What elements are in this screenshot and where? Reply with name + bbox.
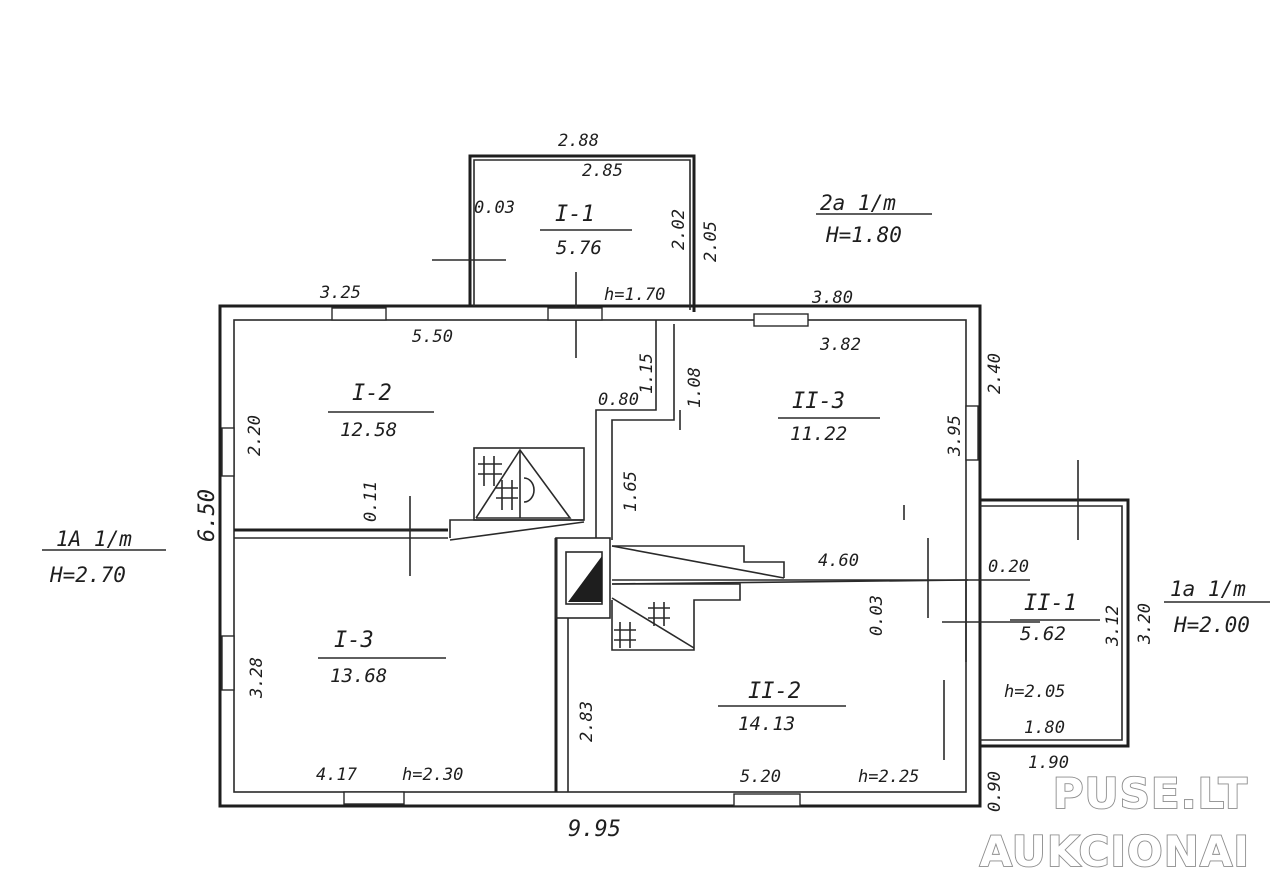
annex-right-outer xyxy=(980,498,1130,748)
dim-011: 0.11 xyxy=(361,481,381,522)
window-left-upper xyxy=(221,427,235,477)
dim-165: 1.65 xyxy=(621,471,641,512)
dim-417: 4.17 xyxy=(316,765,358,785)
note-1a-right-bottom: H=2.00 xyxy=(1173,613,1250,637)
note-1a-left-bottom: H=2.70 xyxy=(49,563,126,587)
room-area-i1: 5.76 xyxy=(556,237,602,259)
room-area-ii1: 5.62 xyxy=(1020,623,1066,645)
stove-door xyxy=(523,477,535,503)
stair-box xyxy=(611,583,741,651)
dim-382: 3.82 xyxy=(819,335,861,355)
stair-landing xyxy=(449,519,584,538)
dim-995: 9.95 xyxy=(568,817,621,842)
dim-285: 2.85 xyxy=(582,161,623,181)
window-top-right xyxy=(753,313,809,327)
annex-top-inner xyxy=(473,159,691,310)
annex-right xyxy=(942,460,1130,748)
room-label-ii1: II-1 xyxy=(1024,591,1077,616)
dim-190: 1.90 xyxy=(1028,753,1069,773)
dim-312: 3.12 xyxy=(1103,605,1123,647)
dim-090: 0.90 xyxy=(985,771,1005,812)
dim-460: 4.60 xyxy=(818,551,859,571)
watermark-line-2: AUKCIONAI xyxy=(980,827,1250,876)
stove-triangle xyxy=(475,448,572,519)
window-left-lower xyxy=(221,635,235,691)
outer-walls xyxy=(218,304,982,808)
dim-550: 5.50 xyxy=(412,327,453,347)
stair-diagonal-1 xyxy=(449,521,585,541)
windows xyxy=(221,307,979,807)
annex-top-outer xyxy=(468,154,696,312)
dim-080: 0.80 xyxy=(598,390,639,410)
dimensions-vertical: 2.02 2.05 2.40 1.15 1.08 2.20 3.95 1.65 … xyxy=(195,209,1155,812)
room-label-i3: I-3 xyxy=(334,628,374,653)
dim-h170: h=1.70 xyxy=(604,285,665,305)
room-area-i2: 12.58 xyxy=(340,419,397,441)
stair-right-top xyxy=(612,545,785,578)
stair-diagonal-3 xyxy=(611,597,695,649)
note-1a-right-top: 1a 1/m xyxy=(1170,577,1246,601)
dim-325: 3.25 xyxy=(319,283,361,303)
dim-380: 3.80 xyxy=(811,288,853,308)
stair-diagonal-2 xyxy=(611,545,785,579)
note-2a-top: 2a 1/m xyxy=(820,191,896,215)
note-1a-left-top: 1A 1/m xyxy=(56,527,132,551)
room-label-i1: I-1 xyxy=(555,202,595,227)
dim-180: 1.80 xyxy=(1024,718,1065,738)
note-2a-bottom: H=1.80 xyxy=(825,223,902,247)
dim-288: 2.88 xyxy=(558,131,599,151)
wall-ii3-left xyxy=(611,324,675,540)
dim-650: 6.50 xyxy=(195,489,220,542)
annex-top xyxy=(432,154,696,358)
dim-108: 1.08 xyxy=(685,367,705,408)
dimensions-horizontal: 2.88 2.85 0.03 h=1.70 3.25 5.50 3.80 3.8… xyxy=(316,131,1069,842)
room-area-ii2: 14.13 xyxy=(738,713,795,735)
dim-320: 3.20 xyxy=(1135,603,1155,645)
dim-220: 2.20 xyxy=(245,415,265,456)
room-area-i3: 13.68 xyxy=(330,665,387,687)
chimney xyxy=(555,537,611,619)
chimney-flue xyxy=(568,556,602,602)
dim-115: 1.15 xyxy=(637,353,657,394)
dim-205: 2.05 xyxy=(701,221,721,262)
dim-003: 0.03 xyxy=(474,198,515,218)
room-label-ii3: II-3 xyxy=(792,389,845,414)
stove-grid-1 xyxy=(478,456,502,486)
dim-328: 3.28 xyxy=(247,657,267,699)
watermark: PUSE.LT AUKCIONAI xyxy=(979,768,1250,877)
window-right xyxy=(965,405,979,461)
room-labels: I-1 5.76 I-2 12.58 I-3 13.68 II-3 11.22 … xyxy=(318,202,1100,735)
wall-i2-right xyxy=(595,320,657,538)
dim-202: 2.02 xyxy=(669,209,689,250)
dim-h225: h=2.25 xyxy=(858,767,919,787)
room-label-i2: I-2 xyxy=(352,381,392,406)
dim-240: 2.40 xyxy=(985,353,1005,394)
dim-h205: h=2.05 xyxy=(1004,682,1065,702)
watermark-line-1: PUSE.LT xyxy=(1053,769,1248,818)
dim-h230: h=2.30 xyxy=(402,765,463,785)
dim-003b: 0.03 xyxy=(867,595,887,636)
window-top-left xyxy=(331,307,387,321)
window-bottom-right xyxy=(733,793,801,807)
dim-283: 2.83 xyxy=(577,701,597,742)
window-top-mid xyxy=(547,307,603,321)
stair-grid-2 xyxy=(648,602,670,626)
outer-wall-main xyxy=(218,304,982,808)
stove-grid-2 xyxy=(496,480,518,510)
dim-395: 3.95 xyxy=(945,415,965,457)
room-label-ii2: II-2 xyxy=(748,679,801,704)
annex-right-inner xyxy=(980,505,1123,741)
dim-020: 0.20 xyxy=(988,557,1029,577)
room-area-ii3: 11.22 xyxy=(790,423,847,445)
stove-block xyxy=(473,447,585,521)
stove-stairs xyxy=(449,447,1030,651)
stair-grid-1 xyxy=(614,622,636,648)
annotations: 2a 1/m H=1.80 1A 1/m H=2.70 1a 1/m H=2.0… xyxy=(42,191,1270,637)
window-bottom-left xyxy=(343,791,405,805)
dim-520: 5.20 xyxy=(740,767,781,787)
